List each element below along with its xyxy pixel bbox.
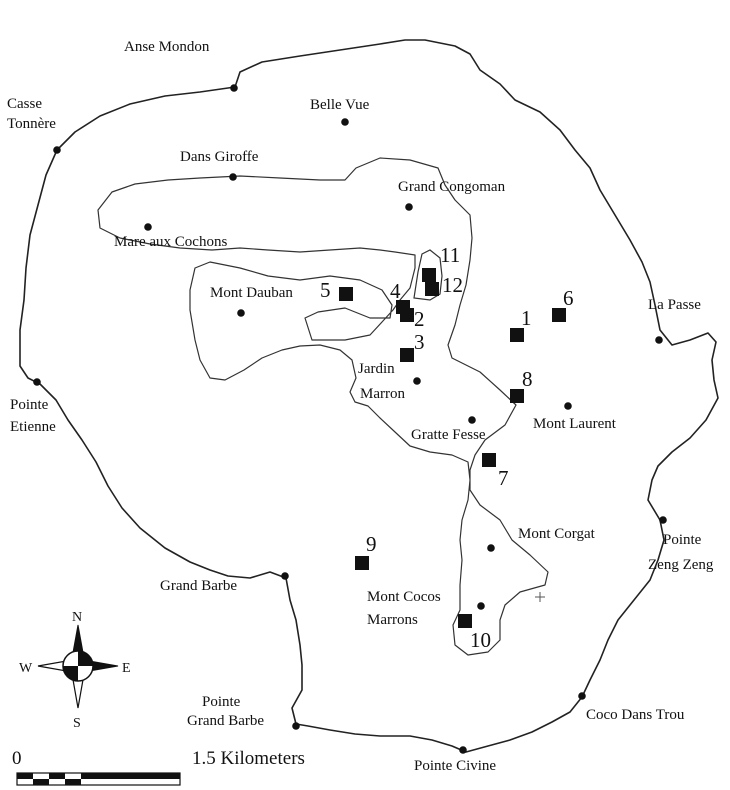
place-dot-grand-congoman	[405, 203, 413, 211]
site-number-11: 11	[440, 243, 460, 267]
site-number-12: 12	[442, 273, 463, 297]
label-pointe-etienne-line2: Etienne	[10, 419, 56, 435]
label-coco-dans-trou: Coco Dans Trou	[586, 707, 685, 723]
label-pointe-civine: Pointe Civine	[414, 758, 496, 774]
place-dot-grand-barbe	[281, 572, 289, 580]
site-number-10: 10	[470, 628, 491, 652]
compass-n-label: N	[72, 610, 82, 625]
reference-mark	[535, 592, 545, 602]
label-gratte-fesse: Gratte Fesse	[411, 427, 486, 443]
compass-e-label: E	[122, 661, 131, 676]
label-grand-barbe: Grand Barbe	[160, 578, 237, 594]
scale-zero-label: 0	[12, 748, 22, 769]
site-marker-3	[400, 348, 414, 362]
label-pointe-zeng-zeng-line1: Pointe	[663, 532, 702, 548]
site-marker-7	[482, 453, 496, 467]
label-mont-cocos-marrons-line2: Marrons	[367, 612, 418, 628]
site-marker-11	[422, 268, 436, 282]
site-marker-5	[339, 287, 353, 301]
label-pointe-grand-barbe-line1: Pointe	[202, 694, 241, 710]
label-pointe-grand-barbe-line2: Grand Barbe	[187, 713, 264, 729]
scale-bar: 0 1.5 Kilometers	[12, 748, 305, 786]
label-casse-tonnere-line1: Casse	[7, 96, 42, 112]
site-marker-10	[458, 614, 472, 628]
place-dot-pointe-zeng-zeng	[659, 516, 667, 524]
site-markers	[339, 268, 566, 628]
label-jardin-marron-line1: Jardin	[358, 361, 395, 377]
site-number-9: 9	[366, 532, 377, 556]
site-marker-6	[552, 308, 566, 322]
elevation-contour	[97, 157, 549, 656]
label-belle-vue: Belle Vue	[310, 97, 370, 113]
compass-s-label: S	[73, 716, 81, 731]
place-dots	[33, 84, 667, 754]
place-dot-mare-aux-cochons	[144, 223, 152, 231]
site-number-1: 1	[521, 306, 532, 330]
label-dans-giroffe: Dans Giroffe	[180, 149, 259, 165]
label-la-passe: La Passe	[648, 297, 701, 313]
compass-w-label: W	[19, 661, 33, 676]
site-number-3: 3	[414, 330, 425, 354]
place-dot-la-passe	[655, 336, 663, 344]
place-dot-dans-giroffe	[229, 173, 237, 181]
site-marker-9	[355, 556, 369, 570]
place-dot-mont-cocos-marrons	[477, 602, 485, 610]
label-pointe-etienne-line1: Pointe	[10, 397, 49, 413]
label-mont-laurent: Mont Laurent	[533, 416, 617, 432]
place-labels: Anse Mondon Casse Tonnère Belle Vue Dans…	[7, 39, 714, 774]
site-number-8: 8	[522, 367, 533, 391]
place-dot-pointe-civine	[459, 746, 467, 754]
place-dot-casse-tonnere	[53, 146, 61, 154]
place-dot-pointe-grand-barbe	[292, 722, 300, 730]
label-casse-tonnere-line2: Tonnère	[7, 116, 56, 132]
label-grand-congoman: Grand Congoman	[398, 179, 506, 195]
site-marker-12	[425, 282, 439, 296]
scale-distance-label: 1.5 Kilometers	[192, 748, 305, 769]
place-dot-jardin-marron	[413, 377, 421, 385]
site-number-4: 4	[390, 279, 401, 303]
site-number-6: 6	[563, 286, 574, 310]
label-mont-corgat: Mont Corgat	[518, 526, 596, 542]
site-number-7: 7	[498, 466, 509, 490]
place-dot-mont-dauban	[237, 309, 245, 317]
label-anse-mondon: Anse Mondon	[124, 39, 210, 55]
island-coastline	[19, 39, 719, 753]
label-pointe-zeng-zeng-line2: Zeng Zeng	[648, 557, 714, 573]
place-dot-pointe-etienne	[33, 378, 41, 386]
summit-contour	[413, 249, 443, 301]
site-marker-1	[510, 328, 524, 342]
place-dot-mont-laurent	[564, 402, 572, 410]
place-dot-gratte-fesse	[468, 416, 476, 424]
site-number-2: 2	[414, 307, 425, 331]
label-mont-dauban: Mont Dauban	[210, 285, 293, 301]
site-numbers: 1 2 3 4 5 6 7 8 9 10 11 12	[320, 243, 574, 652]
place-dot-coco-dans-trou	[578, 692, 586, 700]
place-dot-belle-vue	[341, 118, 349, 126]
site-number-5: 5	[320, 278, 331, 302]
place-dot-anse-mondon	[230, 84, 238, 92]
label-mont-cocos-marrons-line1: Mont Cocos	[367, 589, 441, 605]
place-dot-mont-corgat	[487, 544, 495, 552]
site-marker-4	[396, 300, 410, 314]
site-marker-8	[510, 389, 524, 403]
compass-rose: N S E W	[19, 610, 131, 731]
label-mare-aux-cochons: Mare aux Cochons	[114, 234, 227, 250]
label-jardin-marron-line2: Marron	[360, 386, 405, 402]
